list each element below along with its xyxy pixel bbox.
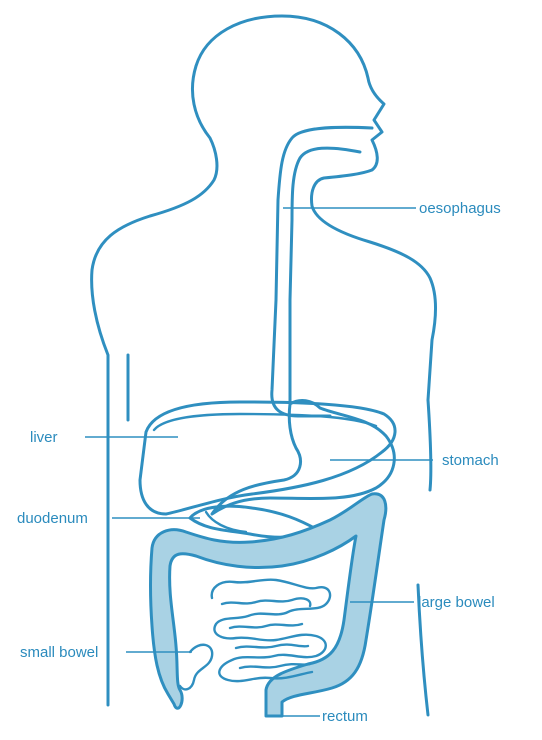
rectum-label: rectum bbox=[322, 708, 368, 725]
large-bowel-label: large bowel bbox=[418, 594, 495, 611]
throat-outline bbox=[272, 127, 372, 416]
oesophagus-tube bbox=[290, 148, 360, 404]
stomach-label: stomach bbox=[442, 452, 499, 469]
large-bowel-shape bbox=[151, 494, 386, 716]
small-bowel-label: small bowel bbox=[20, 644, 98, 661]
duodenum-label: duodenum bbox=[17, 510, 88, 527]
oesophagus-label: oesophagus bbox=[419, 200, 501, 217]
right-arm-edge bbox=[428, 400, 431, 490]
liver-label: liver bbox=[30, 429, 58, 446]
